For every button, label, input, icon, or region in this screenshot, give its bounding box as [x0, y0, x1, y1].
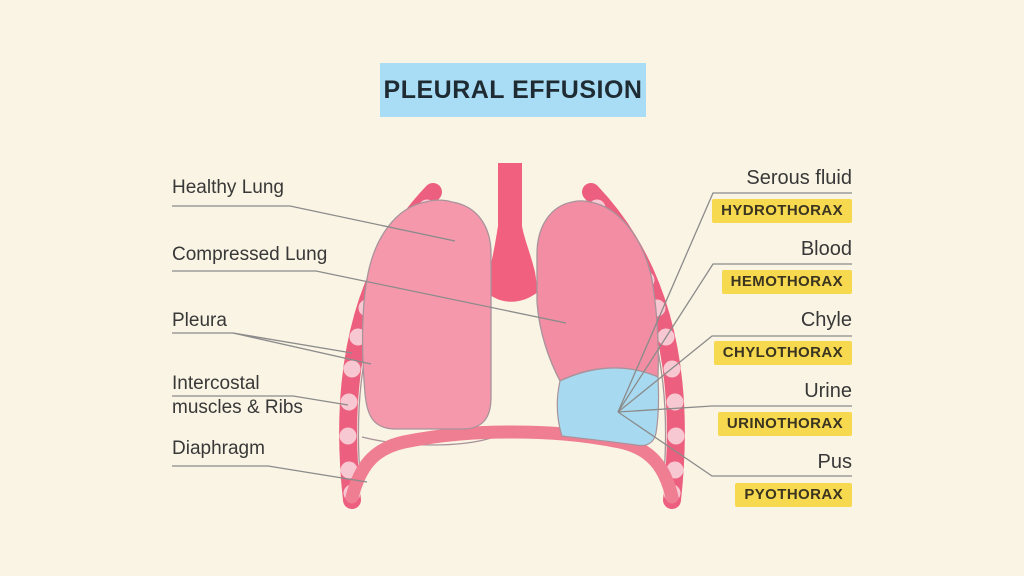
intercostal-leader-line [172, 395, 349, 406]
chyle-label: Chyle [800, 309, 852, 331]
urinothorax-badge: URINOTHORAX [717, 412, 852, 436]
pus-label: Pus [817, 451, 852, 473]
intercostal-label-line2: muscles & Ribs [172, 397, 303, 418]
intercostal-label-line1: Intercostal [172, 373, 260, 394]
chyle-leader-line [617, 335, 852, 413]
healthy-lung-leader-line [172, 205, 456, 242]
chylothorax-badge: CHYLOTHORAX [713, 341, 852, 365]
trachea [486, 163, 538, 302]
pleura-leader-line-2 [232, 332, 372, 365]
serous-fluid-label-group: Serous fluid HYDROTHORAX [712, 166, 852, 223]
pus-label-group: Pus PYOTHORAX [735, 450, 852, 507]
pyothorax-badge: PYOTHORAX [735, 483, 852, 507]
page-title: PLEURAL EFFUSION [380, 63, 646, 117]
pleura-lining-left-bottom [361, 436, 492, 446]
diaphragm-leader-line [172, 465, 368, 483]
blood-label: Blood [800, 238, 852, 260]
serous-fluid-label: Serous fluid [746, 167, 852, 189]
hemothorax-badge: HEMOTHORAX [721, 270, 852, 294]
pleura-leader-line-1 [172, 332, 353, 354]
pus-leader-line [617, 411, 852, 477]
pleural-fluid-shape [556, 367, 660, 447]
compressed-lung-leader-line [172, 270, 567, 324]
chyle-label-group: Chyle CHYLOTHORAX [713, 308, 852, 365]
serous-fluid-leader-line [617, 192, 852, 413]
compressed-lung-label: Compressed Lung [172, 244, 328, 265]
compressed-lung-shape [536, 200, 659, 382]
pleura-label: Pleura [172, 310, 227, 331]
hydrothorax-badge: HYDROTHORAX [712, 199, 852, 223]
blood-label-group: Blood HEMOTHORAX [721, 237, 852, 294]
urine-label: Urine [804, 380, 852, 402]
healthy-lung-label: Healthy Lung [172, 177, 284, 198]
healthy-lung-shape [361, 199, 492, 430]
diaphragm-label: Diaphragm [172, 438, 265, 459]
urine-label-group: Urine URINOTHORAX [717, 379, 852, 436]
diaphragm-shape [345, 425, 679, 504]
urine-leader-line [617, 405, 852, 413]
blood-leader-line [617, 263, 852, 413]
